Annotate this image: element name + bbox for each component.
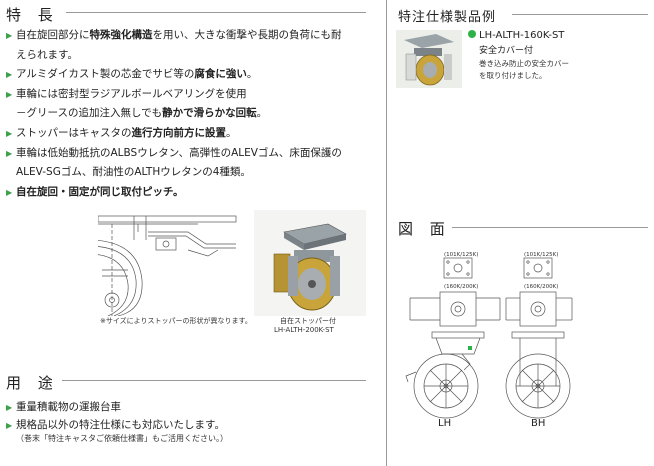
stopper-drawing <box>98 210 238 316</box>
features-title-rule <box>66 12 366 13</box>
special-subtitle: 安全カバー付 <box>479 46 534 56</box>
feature-item: ▶車輪には密封型ラジアルボールベアリングを使用 <box>6 85 382 105</box>
triangle-bullet-icon: ▶ <box>6 187 13 197</box>
drawing-label-bh-large: (160K/200K) <box>524 284 559 290</box>
feature-text: 。 <box>226 126 237 139</box>
triangle-bullet-icon: ▶ <box>6 148 13 158</box>
triangle-bullet-icon: ▶ <box>6 403 13 412</box>
triangle-bullet-icon: ▶ <box>6 421 13 430</box>
feature-emphasis: 特殊強化構造 <box>89 29 153 41</box>
triangle-bullet-icon: ▶ <box>6 128 13 138</box>
green-dot-icon <box>468 30 476 38</box>
feature-item: ▶アルミダイカスト製の芯金でサビ等の腐食に強い。 <box>6 65 382 85</box>
drawing-label-bh: BH <box>531 418 546 429</box>
feature-emphasis: 進行方向前方に設置 <box>131 126 227 139</box>
feature-text: ALEV-SGゴム、耐油性のALTHウレタンの4種類。 <box>16 166 251 179</box>
feature-item: ▶自在旋回部分に特殊強化構造を用い、大きな衝撃や長期の負荷にも耐 <box>6 26 382 46</box>
special-title: 特注仕様製品例 <box>398 10 497 25</box>
feature-item: ▶自在旋回・固定が同じ取付ピッチ。 <box>6 183 382 203</box>
column-divider <box>386 0 387 466</box>
drawing-title-rule <box>452 227 648 228</box>
special-desc-1: 巻き込み防止の安全カバー <box>479 59 569 68</box>
triangle-bullet-icon: ▶ <box>6 31 13 40</box>
feature-item-continuation: えられます。 <box>6 46 382 66</box>
features-title: 特 長 <box>6 6 59 24</box>
feature-item: ▶車輪は低始動抵抗のALBSウレタン、高弾性のALEVゴム、床面保護の <box>6 144 382 164</box>
feature-text: 。 <box>256 107 268 120</box>
feature-emphasis: 自在旋回・固定が同じ取付ピッチ。 <box>16 185 184 198</box>
feature-text: 自在旋回部分に <box>16 29 90 41</box>
stopper-drawing-caption: ※サイズによりストッパーの形状が異なります。 <box>100 317 252 325</box>
usage-title: 用 途 <box>6 374 59 392</box>
feature-emphasis: 静かで滑らかな回転 <box>162 107 257 120</box>
special-desc-2: を取り付けました。 <box>479 71 547 80</box>
special-title-rule <box>512 14 648 15</box>
triangle-bullet-icon: ▶ <box>6 89 13 99</box>
caster-photo-caption-1: 自在ストッパー付 <box>280 317 336 325</box>
feature-text: 車輪は低始動抵抗のALBSウレタン、高弾性のALEVゴム、床面保護の <box>16 146 342 159</box>
feature-text: えられます。 <box>16 48 78 61</box>
drawing-label-lh: LH <box>438 418 452 429</box>
drawing-label-lh-large: (160K/200K) <box>444 284 479 290</box>
feature-text: －グリースの追加注入無しでも <box>16 107 163 120</box>
dimension-drawings <box>396 246 646 436</box>
feature-emphasis: 腐食に強い <box>194 68 247 81</box>
feature-text: 車輪には密封型ラジアルボールベアリングを使用 <box>16 87 247 100</box>
feature-text: を用い、大きな衝撃や長期の負荷にも耐 <box>152 29 342 41</box>
caster-photo <box>254 210 366 316</box>
feature-text: 。 <box>246 68 258 81</box>
feature-item-continuation: ALEV-SGゴム、耐油性のALTHウレタンの4種類。 <box>6 163 382 183</box>
drawing-title: 図 面 <box>398 220 451 238</box>
drawing-label-bh-small: (101K/125K) <box>524 252 559 258</box>
caster-photo-caption-2: LH-ALTH-200K-ST <box>274 326 334 334</box>
drawing-label-lh-small: (101K/125K) <box>444 252 479 258</box>
feature-text: アルミダイカスト製の芯金でサビ等の <box>16 68 195 81</box>
feature-text: ストッパーはキャスタの <box>16 126 132 139</box>
feature-item-continuation: －グリースの追加注入無しでも静かで滑らかな回転。 <box>6 104 382 124</box>
special-photo <box>396 30 462 88</box>
triangle-bullet-icon: ▶ <box>6 70 13 80</box>
usage-item: ▶重量積載物の運搬台車 <box>6 398 121 418</box>
feature-list: ▶自在旋回部分に特殊強化構造を用い、大きな衝撃や長期の負荷にも耐えられます。▶ア… <box>6 26 382 202</box>
usage-note: （巻末「特注キャスタご依頼仕様書」もご活用ください。） <box>16 434 228 443</box>
special-model: LH-ALTH-160K-ST <box>468 30 564 41</box>
feature-item: ▶ストッパーはキャスタの進行方向前方に設置。 <box>6 124 382 144</box>
usage-title-rule <box>62 380 366 381</box>
usage-item: ▶規格品以外の特注仕様にも対応いたします。 <box>6 416 225 436</box>
